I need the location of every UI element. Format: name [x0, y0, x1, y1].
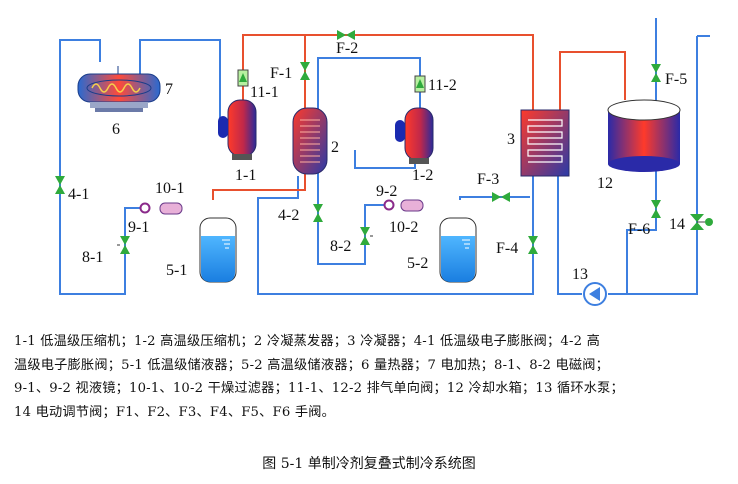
label-5-1: 5-1 — [166, 262, 187, 279]
figure-caption: 图 5-1 单制冷剂复叠式制冷系统图 — [262, 456, 476, 472]
manual-valve-F1 — [300, 62, 310, 80]
hot-gas-lines — [212, 34, 626, 200]
label-10-2: 10-2 — [389, 219, 418, 236]
label-7: 7 — [165, 81, 173, 98]
label-11-1: 11-1 — [250, 84, 279, 101]
label-6: 6 — [112, 121, 120, 138]
label-F-6: F-6 — [628, 221, 650, 238]
high-temp-receiver — [439, 217, 477, 283]
low-temperature-loop — [59, 39, 534, 295]
label-F-2: F-2 — [336, 40, 358, 57]
label-4-1: 4-1 — [68, 186, 89, 203]
label-8-2: 8-2 — [330, 238, 351, 255]
label-14: 14 — [669, 216, 685, 233]
motorized-control-valve — [690, 214, 713, 230]
legend-line: 1-1 低温级压缩机；1-2 高温级压缩机；2 冷凝蒸发器；3 冷凝器；4-1 … — [14, 334, 601, 349]
expansion-valve-4-2 — [313, 204, 323, 222]
cooling-water-tank — [607, 99, 681, 172]
label-12: 12 — [597, 175, 613, 192]
label-F-4: F-4 — [496, 240, 518, 257]
label-5-2: 5-2 — [407, 255, 428, 272]
legend-line: 14 电动调节阀；F1、F2、F3、F4、F5、F6 手阀。 — [14, 404, 336, 420]
calorimeter — [77, 73, 161, 112]
condenser-evaporator — [292, 107, 328, 175]
label-F-1: F-1 — [270, 65, 292, 82]
water-loop — [557, 18, 710, 295]
label-F-5: F-5 — [665, 71, 687, 88]
label-8-1: 8-1 — [82, 249, 103, 266]
low-temp-receiver — [199, 217, 237, 283]
label-4-2: 4-2 — [278, 207, 299, 224]
filter-drier-10-1 — [159, 202, 183, 215]
filter-drier-10-2 — [400, 199, 424, 212]
label-10-1: 10-1 — [155, 180, 184, 197]
label-1-1: 1-1 — [235, 167, 256, 184]
low-temp-compressor — [218, 99, 257, 160]
manual-valve-F2 — [337, 30, 355, 40]
sight-glass-9-2 — [383, 199, 395, 211]
label-3: 3 — [507, 131, 515, 148]
manual-valve-F6 — [651, 200, 661, 218]
legend-line: 温级电子膨胀阀；5-1 低温级储液器；5-2 高温级储液器；6 量热器；7 电加… — [14, 357, 610, 373]
label-13: 13 — [572, 266, 588, 283]
sight-glass-9-1 — [139, 202, 151, 214]
label-9-1: 9-1 — [128, 219, 149, 236]
label-9-2: 9-2 — [376, 183, 397, 200]
check-valve-11-1 — [237, 69, 249, 87]
component-legend: 1-1 低温级压缩机；1-2 高温级压缩机；2 冷凝蒸发器；3 冷凝器；4-1 … — [14, 330, 726, 424]
component-labels: 7 6 11-1 1-1 F-1 F-2 2 11-2 1-2 3 F-5 12… — [68, 40, 687, 283]
refrigeration-system-diagram: 7 6 11-1 1-1 F-1 F-2 2 11-2 1-2 3 F-5 12… — [55, 18, 713, 306]
label-1-2: 1-2 — [412, 167, 433, 184]
check-valve-11-2 — [414, 75, 426, 93]
expansion-valve-4-1 — [55, 176, 65, 194]
label-11-2: 11-2 — [428, 77, 457, 94]
solenoid-valve-8-2 — [360, 227, 373, 245]
high-temp-compressor — [395, 107, 434, 164]
condenser — [520, 109, 570, 177]
manual-valve-F4 — [528, 236, 538, 254]
legend-line: 9-1、9-2 视液镜；10-1、10-2 干燥过滤器；11-1、12-2 排气… — [14, 381, 624, 396]
manual-valve-F5 — [651, 64, 661, 82]
solenoid-valve-8-1 — [117, 236, 130, 254]
label-2: 2 — [331, 139, 339, 156]
circulating-pump — [583, 282, 607, 306]
manual-valve-F3 — [492, 192, 510, 202]
label-F-3: F-3 — [477, 171, 499, 188]
